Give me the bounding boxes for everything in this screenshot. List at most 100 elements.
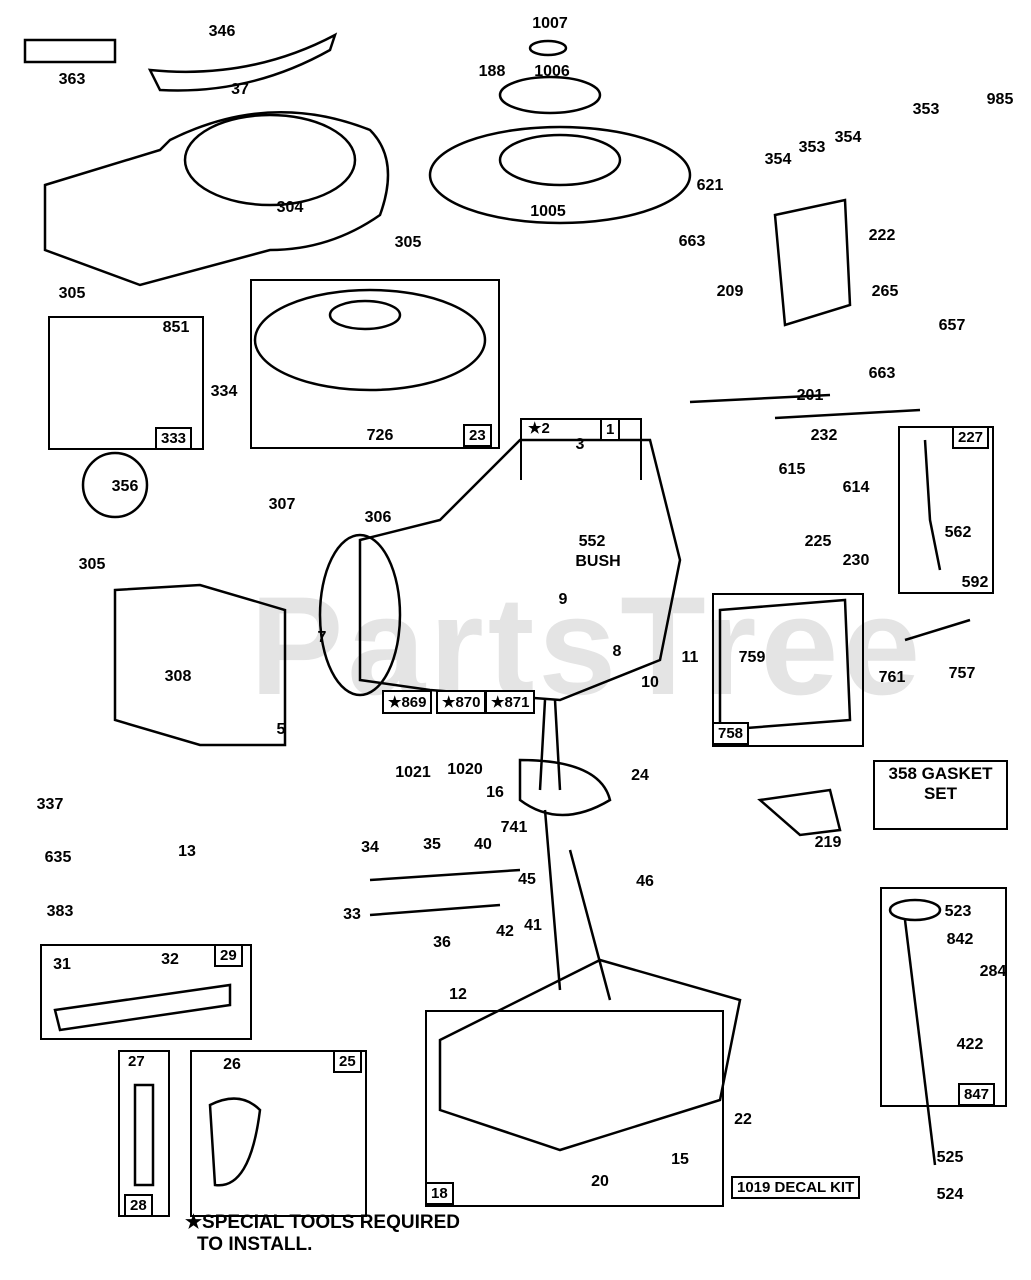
- part-232-link: [774, 408, 921, 420]
- callout-9: 9: [558, 591, 568, 608]
- part-27-pin: [133, 1083, 155, 1187]
- callout-614: 614: [842, 479, 870, 496]
- part-356-wire: [81, 451, 149, 519]
- note-line2: TO INSTALL.: [197, 1234, 313, 1255]
- part-304-blower-housing: [43, 111, 390, 287]
- part-18-sump: [438, 958, 742, 1152]
- flywheel-fins: [498, 133, 622, 187]
- callout-741: 741: [500, 819, 528, 836]
- frame-18: [425, 1010, 724, 1207]
- frame-27-28: [118, 1050, 170, 1217]
- callout-663: 663: [868, 365, 896, 382]
- frame-1: [520, 418, 642, 480]
- callout-11: 11: [681, 649, 699, 666]
- callout-356: 356: [111, 478, 139, 495]
- callout-337: 337: [36, 796, 64, 813]
- callout-31: 31: [53, 956, 71, 973]
- callout-363: 363: [58, 71, 86, 88]
- callout-354: 354: [764, 151, 792, 168]
- callout-16: 16: [486, 784, 504, 801]
- callout-657: 657: [938, 317, 966, 334]
- gasket-set-line2: SET: [923, 784, 958, 803]
- callout-3: 3: [575, 436, 585, 453]
- part-1007-washer: [528, 39, 568, 57]
- box-label-227: 227: [952, 426, 990, 449]
- callout-525: 525: [936, 1149, 964, 1166]
- box-label-333: 333: [155, 427, 193, 450]
- callout-307: 307: [268, 496, 296, 513]
- box-label-29: 29: [214, 944, 243, 967]
- callout-1020: 1020: [447, 761, 483, 778]
- part-1006-washer: [498, 75, 602, 115]
- callout-985: 985: [986, 91, 1014, 108]
- box-label-25: 25: [333, 1050, 362, 1073]
- callout-219: 219: [814, 834, 842, 851]
- box-label-847: 847: [958, 1083, 996, 1106]
- callout-41: 41: [524, 917, 542, 934]
- callout-8: 8: [612, 643, 622, 660]
- callout-562: 562: [944, 524, 972, 541]
- part-16-crankshaft: [518, 699, 612, 817]
- part-308-head: [113, 583, 287, 747]
- callout-663: 663: [678, 233, 706, 250]
- callout-24: 24: [631, 767, 649, 784]
- callout-422: 422: [956, 1036, 984, 1053]
- frame-847: [880, 887, 1007, 1107]
- callout-1021: 1021: [395, 764, 431, 781]
- callout-305: 305: [394, 234, 422, 251]
- callout-225: 225: [804, 533, 832, 550]
- callout-305: 305: [58, 285, 86, 302]
- callout-304: 304: [276, 199, 304, 216]
- callout-1005: 1005: [530, 203, 566, 220]
- box-label-27: 27: [124, 1052, 149, 1071]
- callout-552: 552: [578, 533, 606, 550]
- callout-230: 230: [842, 552, 870, 569]
- callout-308: 308: [164, 668, 192, 685]
- callout-7: 7: [317, 629, 327, 646]
- callout-35: 35: [423, 836, 441, 853]
- callout-1006: 1006: [534, 63, 570, 80]
- callout-383: 383: [46, 903, 74, 920]
- decal-kit-box: 1019 DECAL KIT: [731, 1176, 861, 1199]
- callout-45: 45: [518, 871, 536, 888]
- callout-524: 524: [936, 1186, 964, 1203]
- callout-33: 33: [343, 906, 361, 923]
- callout-209: 209: [716, 283, 744, 300]
- callout-46: 46: [636, 873, 654, 890]
- box-label-1: 1: [600, 418, 621, 441]
- callout-222: 222: [868, 227, 896, 244]
- callout-757: 757: [948, 665, 976, 682]
- callout-353: 353: [798, 139, 826, 156]
- part-29-rocker: [53, 983, 232, 1032]
- callout-759: 759: [738, 649, 766, 666]
- special-tool-869: ★869: [382, 690, 433, 714]
- callout-15: 15: [671, 1151, 689, 1168]
- part-222-module: [773, 198, 852, 327]
- callout-726: 726: [366, 427, 394, 444]
- callout-10: 10: [641, 674, 659, 691]
- callout-201: 201: [796, 387, 824, 404]
- blower-opening: [183, 113, 357, 207]
- callout-26: 26: [223, 1056, 241, 1073]
- note-line1: ★SPECIAL TOOLS REQUIRED: [185, 1212, 460, 1233]
- callout-305: 305: [78, 556, 106, 573]
- gasket-set-box: 358 GASKET SET: [873, 760, 1008, 830]
- callout-635: 635: [44, 849, 72, 866]
- part-46-camshaft: [543, 809, 612, 1001]
- part-37-shield: [147, 32, 338, 92]
- frame-227: [898, 426, 994, 594]
- box-label-23: 23: [463, 424, 492, 447]
- box-label-28: 28: [124, 1194, 153, 1217]
- part-306-cylinder: [358, 438, 682, 702]
- callout-1007: 1007: [532, 15, 568, 32]
- callout-12: 12: [449, 986, 467, 1003]
- callout-306: 306: [364, 509, 392, 526]
- special-tool-871: ★871: [485, 690, 536, 714]
- part-758-housing: [718, 598, 852, 732]
- callout-621: 621: [696, 177, 724, 194]
- callout-265: 265: [871, 283, 899, 300]
- special-tools-note: ★SPECIAL TOOLS REQUIRED TO INSTALL.: [185, 1212, 460, 1256]
- part-35-valve: [369, 868, 521, 882]
